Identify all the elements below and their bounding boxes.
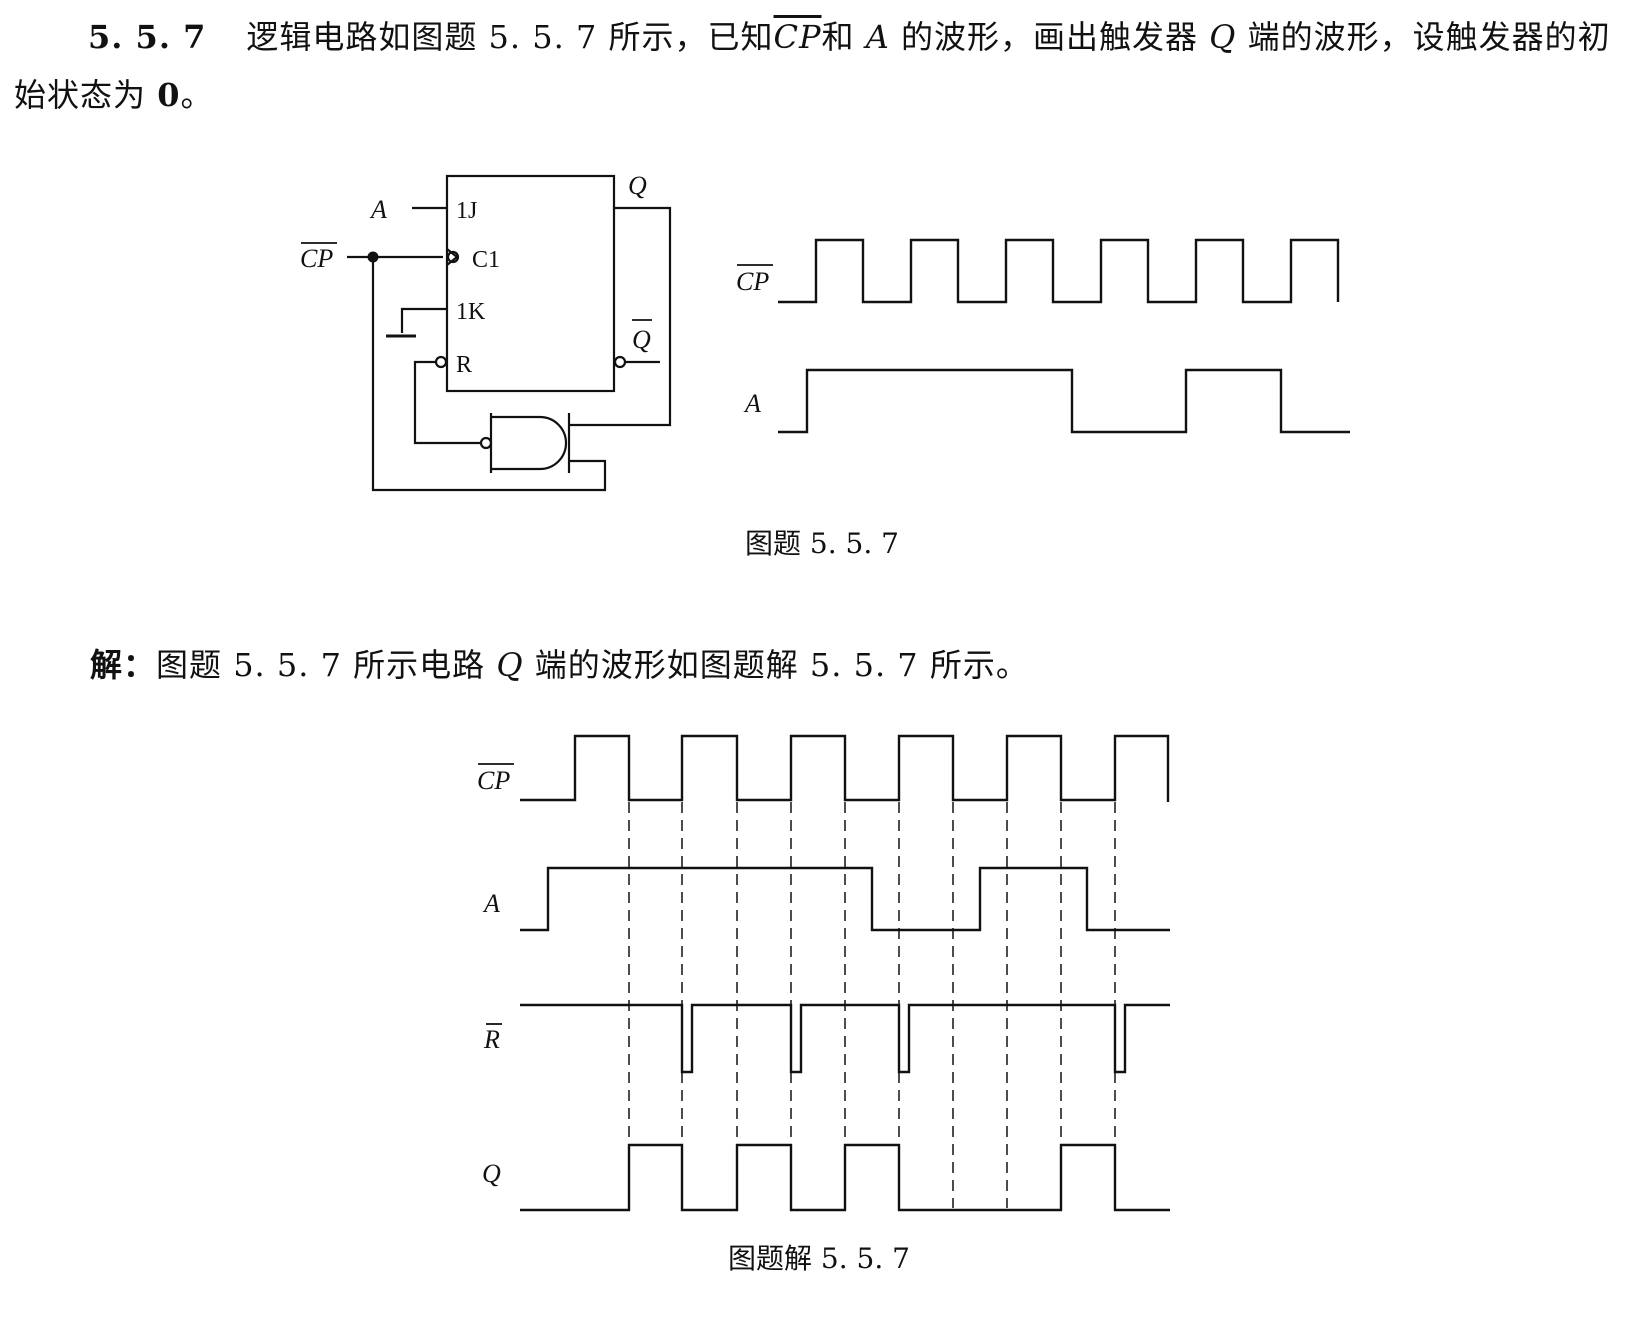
output-label-q: Q [628,171,647,200]
nand-gate [491,415,568,471]
wave-label-cp: CP [736,267,769,296]
solution-label-q: Q [482,1159,501,1188]
solution-label-a: A [482,889,500,918]
problem-q-var: Q [1209,18,1237,56]
problem-number: 5. 5. 7 [88,18,207,56]
problem-text-c: 的波形，画出触发器 [889,18,1210,56]
figure2-caption: 图题解 5. 5. 7 [728,1242,910,1275]
waveform-cp-solution [520,734,1170,802]
input-label-cp: CP [300,244,333,273]
input-label-a: A [369,195,387,224]
problem-text-d: 端的波形，设触发器的初始状态为 [14,18,1611,114]
problem-text-a: 逻辑电路如图题 5. 5. 7 所示，已知 [246,18,774,56]
problem-init-state: 0 [157,76,181,114]
waveform-a-solution [520,866,1170,932]
solution-statement: 解：图题 5. 5. 7 所示电路 Q 端的波形如图题解 5. 5. 7 所示。 [90,636,1590,694]
junction-dot [367,251,379,263]
solution-label-r: R [483,1025,500,1054]
problem-text-e: 。 [180,76,214,114]
pin-label-c: C1 [472,247,500,273]
solution-label-cp: CP [477,766,510,795]
pin-label-j: 1J [456,198,477,224]
pin-label-r: R [456,352,472,378]
figure1-caption: 图题 5. 5. 7 [745,527,899,560]
solution-text-b: 端的波形如图题解 5. 5. 7 所示。 [523,646,1029,684]
waveform-a-given [778,368,1350,434]
waveform-r-solution [520,1003,1170,1074]
problem-statement: 5. 5. 7 逻辑电路如图题 5. 5. 7 所示，已知CP和 A 的波形，画出… [14,8,1626,124]
solution-prefix: 解： [90,646,157,684]
output-label-qbar: Q [632,325,651,354]
waveform-q-solution [520,1143,1170,1212]
solution-text-a: 图题 5. 5. 7 所示电路 [156,646,497,684]
flipflop-box [445,174,616,393]
solution-q-var: Q [496,646,524,684]
pin-label-k: 1K [456,299,486,325]
waveform-cp-given [778,238,1340,304]
problem-a-var: A [865,18,890,56]
problem-cp-bar: CP [773,18,822,56]
wave-label-a: A [743,389,761,418]
problem-text-b: 和 [821,18,866,56]
